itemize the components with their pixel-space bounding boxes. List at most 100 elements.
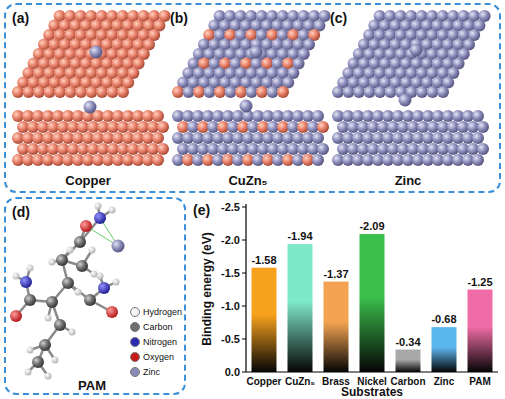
atom [427, 86, 439, 98]
atom [117, 86, 129, 98]
atom [89, 247, 96, 254]
atom [106, 306, 118, 318]
atom-models [12, 10, 491, 166]
atom [32, 356, 44, 368]
atom [96, 86, 108, 98]
atom [27, 347, 34, 354]
legend-swatch [130, 307, 140, 317]
atom [374, 86, 386, 98]
tick-label: -1.5 [221, 267, 240, 279]
tick [242, 306, 246, 307]
bar [360, 234, 385, 372]
tick-label: -2.0 [221, 234, 240, 246]
value-label: -2.09 [359, 220, 384, 232]
atom [84, 294, 96, 306]
atom [25, 369, 32, 376]
atom [157, 121, 169, 133]
y-axis [245, 204, 246, 372]
atom [20, 276, 32, 288]
atom [67, 247, 74, 254]
atom [39, 339, 51, 351]
atom [437, 86, 449, 98]
atom [13, 273, 20, 280]
atom [84, 101, 97, 114]
bar [432, 327, 457, 372]
atom [204, 86, 216, 98]
tick-label: -1.0 [221, 300, 240, 312]
atom [343, 86, 355, 98]
category-label: Copper [247, 376, 282, 387]
atom [75, 289, 82, 296]
atom [312, 110, 324, 122]
atom [44, 86, 56, 98]
atom [183, 86, 195, 98]
atom [317, 143, 329, 155]
category-label: Carbon [391, 376, 426, 387]
atom [410, 44, 423, 57]
atom [109, 207, 116, 214]
atom [317, 121, 329, 133]
axis-title: Binding energy (eV) [200, 232, 214, 345]
panel-label: (d) [12, 204, 30, 220]
atom [399, 94, 412, 107]
value-label: -1.37 [323, 268, 348, 280]
atom [62, 277, 74, 289]
legend-text: Carbon [143, 322, 173, 332]
tick [242, 372, 246, 373]
structure-name: CuZn₅ [228, 173, 267, 188]
atom [27, 265, 34, 272]
atom [172, 86, 184, 98]
atom [107, 86, 119, 98]
atom [54, 86, 66, 98]
panel-label: (e) [193, 202, 210, 218]
atom [86, 86, 98, 98]
value-label: -1.58 [251, 254, 276, 266]
atom [472, 110, 484, 122]
atom [416, 86, 428, 98]
tick [242, 207, 246, 208]
category-label: PAM [469, 376, 490, 387]
atom [23, 86, 35, 98]
atom [235, 86, 247, 98]
category-label: Brass [322, 376, 350, 387]
panel-label: (c) [330, 10, 347, 26]
atom [46, 296, 58, 308]
atom [75, 86, 87, 98]
legend-swatch [130, 322, 140, 332]
atom [12, 86, 24, 98]
tick-label: 0.0 [225, 366, 240, 378]
atom [477, 121, 489, 133]
bar [324, 282, 349, 372]
atom [80, 220, 92, 232]
atom [157, 143, 169, 155]
atom [76, 260, 88, 272]
atom [193, 86, 205, 98]
legend-swatch [130, 337, 140, 347]
value-label: -1.94 [287, 230, 312, 242]
atom [90, 46, 103, 59]
bar [396, 350, 421, 372]
atom [472, 132, 484, 144]
atom [98, 282, 110, 294]
atom [49, 259, 56, 266]
atom [214, 86, 226, 98]
atom [45, 373, 52, 380]
bar [288, 244, 313, 372]
atom [10, 310, 22, 322]
legend-text: Hydrogen [143, 307, 182, 317]
atom [250, 46, 263, 59]
atom [152, 132, 164, 144]
atom [477, 143, 489, 155]
legend-text: Nitrogen [143, 337, 177, 347]
atom [312, 154, 324, 166]
atom [56, 254, 68, 266]
value-label: -0.68 [431, 313, 456, 325]
atom [52, 357, 59, 364]
atom [113, 279, 120, 286]
legend-swatch [130, 352, 140, 362]
atom [364, 86, 376, 98]
atom [69, 329, 76, 336]
atom [65, 86, 77, 98]
